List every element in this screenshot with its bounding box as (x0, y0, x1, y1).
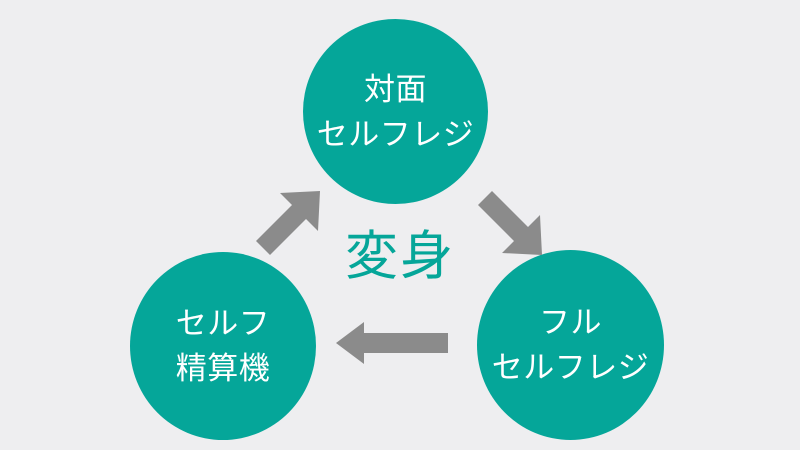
arrow-up-right-icon (248, 183, 328, 263)
node-label-line-2: セルフレジ (491, 350, 650, 385)
node-label-line-1: フル (539, 305, 602, 340)
node-label-line-2: 精算機 (175, 351, 271, 386)
node-label-line-1: 対面 (364, 71, 427, 107)
cycle-node-self-checkout-machine[interactable]: セルフ 精算機 (130, 252, 316, 440)
node-label-line-2: セルフレジ (316, 116, 475, 152)
cycle-node-face-to-face[interactable]: 対面 セルフレジ (303, 19, 488, 204)
node-label-line-1: セルフ (175, 306, 271, 341)
cycle-node-full-self-checkout[interactable]: フル セルフレジ (477, 250, 664, 440)
arrow-down-right-icon (470, 183, 550, 263)
center-caption-transformation: 変身 (345, 227, 455, 286)
arrow-left-icon (336, 322, 448, 364)
